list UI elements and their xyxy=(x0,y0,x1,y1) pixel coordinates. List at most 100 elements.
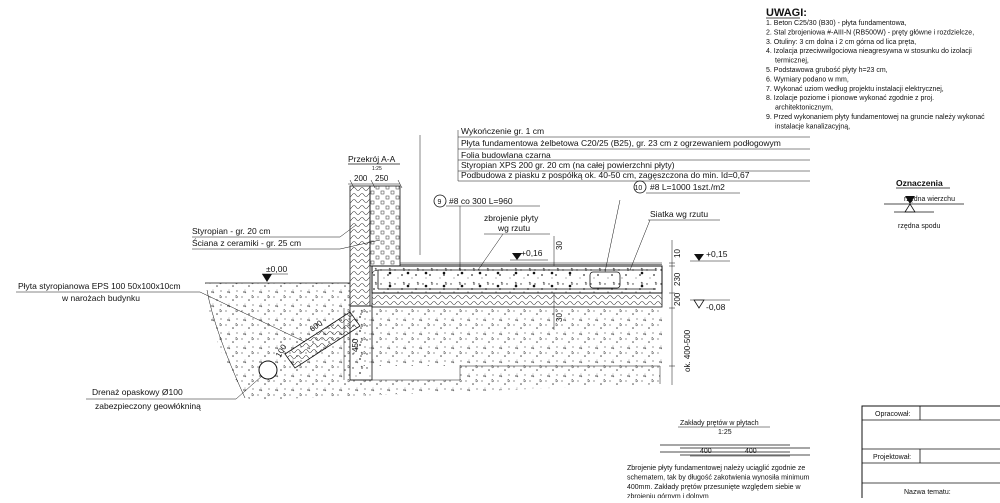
rebar-dot xyxy=(640,271,644,275)
lap-text-line: 400mm. Zakłady prętów przesunięte względ… xyxy=(627,484,801,491)
note-item: 5. Podstawowa grubość płyty h=23 cm, xyxy=(766,67,888,74)
note-item: 2. Stal zbrojeniowa #-AIII-N (RB500W) - … xyxy=(766,29,974,36)
rebar-dot xyxy=(460,284,464,288)
rebar-dot xyxy=(640,284,644,288)
lap-text-line: Zbrojenie płyty fundamentowej należy uci… xyxy=(627,465,805,472)
rebar-dot xyxy=(568,284,572,288)
dim-ok: ok. 400-500 xyxy=(683,329,692,372)
rebar-dot xyxy=(550,284,554,288)
note-item: 1. Beton C25/30 (B30) - płyta fundamento… xyxy=(766,20,907,27)
layer-xps: Styropian XPS 200 gr. 20 cm (na całej po… xyxy=(461,160,675,170)
rebar-dot xyxy=(460,271,464,275)
rebar-dot xyxy=(388,284,392,288)
layer-finish: Wykończenie gr. 1 cm xyxy=(461,126,544,136)
rebar-dot xyxy=(406,284,410,288)
level-008-icon xyxy=(693,299,705,309)
dim-10: 10 xyxy=(673,249,682,258)
notes-block: UWAGI: 1. Beton C25/30 (B30) - płyta fun… xyxy=(766,7,985,130)
legend: Oznaczenia rzędna wierzchu rzędna spodu xyxy=(884,178,964,230)
wall-ceramic xyxy=(369,185,401,267)
foundation-slab xyxy=(371,262,663,294)
section-title-text: Przekrój A-A xyxy=(348,154,396,164)
xps-insulation xyxy=(371,292,663,308)
rebar-dots xyxy=(388,271,644,288)
layer-slab: Płyta fundamentowa żelbetowa C20/25 (B25… xyxy=(461,138,781,148)
rebar-dot xyxy=(568,271,572,275)
drenaz-label-2: zabezpieczony geowłókniną xyxy=(95,401,201,411)
layer-foil: Folia budowlana czarna xyxy=(461,150,551,160)
bar9-text: #8 co 300 L=960 xyxy=(449,196,513,206)
level-016-icon xyxy=(512,253,522,260)
lap-scale: 1:25 xyxy=(718,429,732,436)
note-item: 7. Wykonać uziom według projektu instala… xyxy=(766,86,944,93)
dim-30-top: 30 xyxy=(555,241,564,250)
lap-title: Zakłady prętów w płytach xyxy=(680,420,759,427)
rebar-dot xyxy=(478,271,482,275)
level-zero-icon xyxy=(262,274,272,282)
note-item: instalacje kanalizacyjną, xyxy=(775,123,850,130)
rebar-dot xyxy=(532,271,536,275)
rebar-dot xyxy=(388,271,392,275)
lap-dim-1: 400 xyxy=(700,448,712,455)
level-top-icon xyxy=(905,196,915,204)
levels: ±0,00 +0,16 +0,15 -0,08 xyxy=(262,248,730,312)
bar10-num: 10 xyxy=(635,185,643,192)
level-zero: ±0,00 xyxy=(266,264,287,274)
dim-200-slab: 200 xyxy=(673,292,682,306)
slab-body xyxy=(371,265,663,294)
bar10-text: #8 L=1000 1szt./m2 xyxy=(650,182,725,192)
lap-dim-2: 400 xyxy=(745,448,757,455)
rebar-dot xyxy=(514,271,518,275)
lap-text-line: zbrojeniu górnym i dolnym xyxy=(627,494,709,499)
rebar-dot xyxy=(442,271,446,275)
rebar-dot xyxy=(532,284,536,288)
lap-text-line: schematem, tak by długość zakotwienia wy… xyxy=(627,475,810,482)
rebar-dot xyxy=(550,271,554,275)
eps-label-2: w narożach budynku xyxy=(61,293,140,303)
rebar-dot xyxy=(496,284,500,288)
rebar-dot xyxy=(496,271,500,275)
dim-250: 250 xyxy=(375,174,389,183)
rebar-dot xyxy=(478,284,482,288)
level-015-icon xyxy=(694,254,704,261)
rebar-dot xyxy=(442,284,446,288)
eps-corner-board xyxy=(284,311,361,369)
section-scale: 1:25 xyxy=(372,166,382,172)
callouts: 9 #8 co 300 L=960 10 #8 L=1000 1szt./m2 … xyxy=(16,180,740,411)
lap-description: Zbrojenie płyty fundamentowej należy uci… xyxy=(627,465,810,501)
rebar-dot xyxy=(424,284,428,288)
level-plus015: +0,15 xyxy=(706,249,728,259)
level-bottom-icon xyxy=(904,203,916,213)
drain-pipe-icon xyxy=(258,360,278,380)
dim-200: 200 xyxy=(354,174,368,183)
layer-labels: Wykończenie gr. 1 cm Płyta fundamentowa … xyxy=(419,126,810,255)
title-block: Opracował: Projektował: Nazwa tematu: xyxy=(861,405,1000,501)
rebar-dot xyxy=(514,284,518,288)
drainage-pipe xyxy=(258,360,278,380)
dim-450: 450 xyxy=(351,338,360,352)
bar9-num: 9 xyxy=(438,199,442,206)
note-item: 3. Otuliny: 3 cm dolna i 2 cm górna od l… xyxy=(766,39,916,46)
rebar-dot xyxy=(424,271,428,275)
legend-top-label: rzędna wierzchu xyxy=(904,196,955,203)
tb-opracowal: Opracował: xyxy=(875,411,910,418)
wall xyxy=(349,185,401,307)
bar9-marker xyxy=(433,194,447,208)
tb-nazwa: Nazwa tematu: xyxy=(904,489,951,496)
zbrojenie-label-2: wg rzutu xyxy=(497,223,530,233)
layer-subbase: Podbudowa z piasku z pospółką ok. 40-50 … xyxy=(461,170,750,180)
dim-30-bottom: 30 xyxy=(555,313,564,322)
sciana-label: Ściana z ceramiki - gr. 25 cm xyxy=(192,237,301,248)
lap-splice-detail: Zakłady prętów w płytach 1:25 400 400 Zb… xyxy=(627,420,810,501)
tb-projektowal: Projektował: xyxy=(873,454,911,461)
legend-title: Oznaczenia xyxy=(896,178,943,188)
rebar-dot xyxy=(406,271,410,275)
dim-230: 230 xyxy=(673,272,682,286)
level-plus016: +0,16 xyxy=(521,248,543,258)
note-item: architektonicznym, xyxy=(775,105,833,112)
siatka-label: Siatka wg rzutu xyxy=(650,209,708,219)
note-item: 4. Izolacja przeciwwilgociowa nieagresyw… xyxy=(766,48,972,55)
bar10-marker xyxy=(633,180,647,194)
